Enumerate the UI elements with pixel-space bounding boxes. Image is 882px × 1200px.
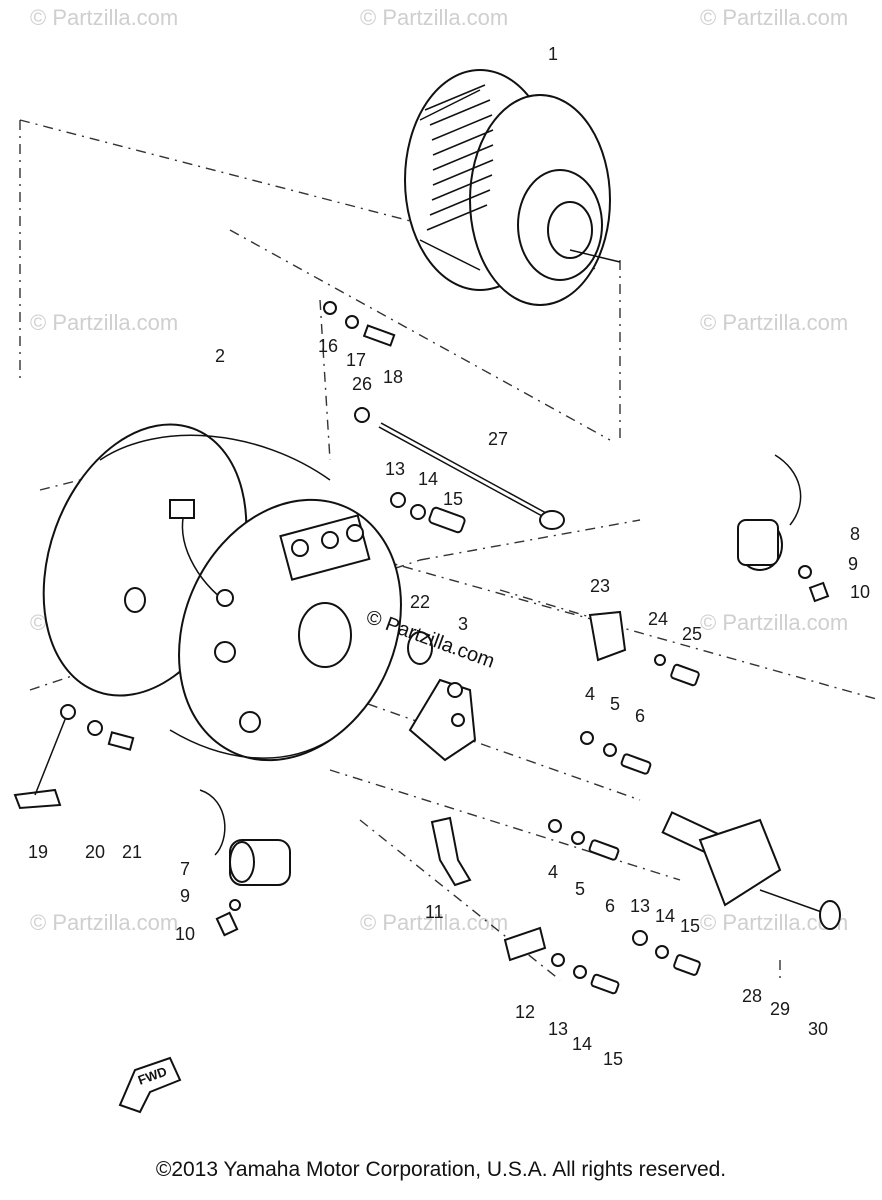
- callout-number: 21: [122, 842, 142, 862]
- callout-number: 4: [548, 862, 558, 882]
- copyright-footer: ©2013 Yamaha Motor Corporation, U.S.A. A…: [155, 1158, 727, 1181]
- condenser-bracket-part: [588, 610, 700, 687]
- callout-number: 18: [383, 367, 403, 387]
- callout-number: 5: [610, 694, 620, 714]
- watermark-text: © Partzilla.com: [700, 310, 848, 335]
- callout-number: 10: [175, 924, 195, 944]
- callout-number: 14: [655, 906, 675, 926]
- watermark-text: © Partzilla.com: [360, 5, 508, 30]
- watermark-text: © Partzilla.com: [700, 5, 848, 30]
- watermark-text: © Partzilla.com: [30, 5, 178, 30]
- callout-number: 6: [605, 896, 615, 916]
- callout-number: 13: [385, 459, 405, 479]
- callout-number: 30: [808, 1019, 828, 1039]
- callout-number: 25: [682, 624, 702, 644]
- watermark-text: © Partzilla.com: [360, 910, 508, 935]
- callout-number: 16: [318, 336, 338, 356]
- bolt-set-upper-part: [390, 492, 466, 534]
- advancer-shaft-part: [661, 811, 841, 930]
- watermark-text: © Partzilla.com: [30, 910, 178, 935]
- callout-number: 12: [515, 1002, 535, 1022]
- callout-number: 14: [418, 469, 438, 489]
- callout-number: 3: [458, 614, 468, 634]
- callout-number: 26: [352, 374, 372, 394]
- callout-number: 9: [848, 554, 858, 574]
- small-hardware-part: [323, 301, 396, 347]
- callout-number: 4: [585, 684, 595, 704]
- stator-housing-part: [42, 423, 402, 762]
- through-bolt-part: [354, 407, 565, 530]
- pickup-coil-upper-part: [737, 454, 830, 603]
- contact-breaker-part: [407, 631, 477, 762]
- callout-number: 19: [28, 842, 48, 862]
- callout-number: 24: [648, 609, 668, 629]
- bolt-set-right-part: [632, 930, 701, 976]
- callout-number: 17: [346, 350, 366, 370]
- rotor-part: [404, 69, 621, 306]
- callout-number: 8: [850, 524, 860, 544]
- screw-set-part: [548, 731, 652, 861]
- callout-number: 1: [548, 44, 558, 64]
- callout-labels: 1 2 3 4 5 6 4 5 6 7 8 9 10 9 10 11 12 13…: [28, 44, 870, 1069]
- callout-number: 2: [215, 346, 225, 366]
- callout-number: 5: [575, 879, 585, 899]
- callout-number: 27: [488, 429, 508, 449]
- bracket-part: [430, 816, 472, 887]
- callout-number: 15: [680, 916, 700, 936]
- callout-number: 14: [572, 1034, 592, 1054]
- callout-number: 13: [548, 1019, 568, 1039]
- pickup-coil-lower-part: [199, 789, 291, 937]
- callout-number: 13: [630, 896, 650, 916]
- callout-number: 23: [590, 576, 610, 596]
- callout-number: 7: [180, 859, 190, 879]
- callout-number: 22: [410, 592, 430, 612]
- callout-number: 15: [603, 1049, 623, 1069]
- callout-number: 28: [742, 986, 762, 1006]
- watermark-text: © Partzilla.com: [30, 310, 178, 335]
- callout-number: 29: [770, 999, 790, 1019]
- cover-plate-part: [503, 926, 620, 995]
- watermark-text: © Partzilla.com: [700, 610, 848, 635]
- callout-number: 11: [425, 902, 444, 922]
- callout-number: 10: [850, 582, 870, 602]
- callout-number: 15: [443, 489, 463, 509]
- callout-number: 6: [635, 706, 645, 726]
- forward-arrow-icon: FWD: [118, 1056, 182, 1114]
- callout-number: 9: [180, 886, 190, 906]
- lead-clamp-part: [13, 704, 135, 810]
- callout-number: 20: [85, 842, 105, 862]
